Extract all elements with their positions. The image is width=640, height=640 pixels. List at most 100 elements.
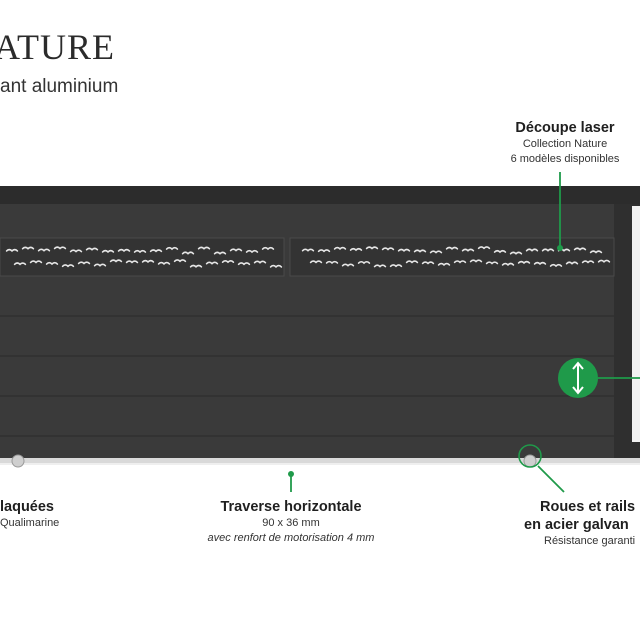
bird-shape [181,251,195,255]
bird-shape [37,248,51,252]
bird-shape [341,263,355,267]
bird-shape [397,248,411,252]
panel-blades [0,315,614,437]
callout-title: Roues et rails [540,499,636,515]
gate-top-rail [0,186,640,206]
callout-title: en acier galvan [524,517,629,533]
bird-shape [541,248,555,252]
callout-laser: Découpe laser Collection Nature 6 modèle… [500,119,630,167]
bird-shape [525,248,539,252]
bird-shape [5,248,19,253]
bird-shape [125,260,139,264]
bird-shape [517,260,531,265]
bird-shape [445,246,459,250]
bird-shape [413,249,427,253]
bird-shape [373,264,387,268]
callout-line: Résistance garanti [544,535,636,547]
bird-shape [533,261,547,266]
wheel-leader [537,465,565,493]
bird-shape [493,249,507,254]
laser-band-right [289,237,615,277]
post-opening [632,206,640,442]
bird-shape [149,249,163,253]
laser-band-left [0,237,285,277]
bird-shape [477,246,491,250]
brand-logo: ATURE [0,27,115,67]
bird-shape [69,249,83,253]
ground-rail [0,458,640,463]
bird-shape [221,259,235,264]
callout-line: 90 x 36 mm [262,517,320,529]
bird-shape [437,262,451,267]
bird-shape [405,260,419,264]
callout-title: laquées [0,499,54,515]
bird-shape [469,259,483,263]
bird-shape [261,246,275,251]
bird-shape [565,261,579,265]
bird-shape [245,249,259,254]
wheel-left [11,454,25,468]
bird-shape [365,246,379,250]
bird-shape [85,247,99,251]
callout-line: Qualimarine [0,517,60,529]
bird-shape [213,251,227,255]
bird-shape [101,249,115,254]
bird-shape [133,249,147,254]
bird-shape [53,246,67,250]
bird-shape [549,263,563,268]
callout-line: avec renfort de motorisation 4 mm [207,532,375,544]
bird-shape [197,246,211,250]
bird-shape [165,246,179,251]
bird-shape [93,263,107,267]
bird-pattern [5,246,611,269]
bird-shape [597,259,611,263]
bird-shape [429,250,443,254]
bird-shape [117,248,131,253]
callout-line: Collection Nature [522,138,608,150]
bird-shape [61,264,75,268]
bird-shape [189,264,203,268]
callout-lacquered: laquées Qualimarine [0,498,59,531]
bird-shape [509,251,523,255]
callout-title: Découpe laser [515,120,615,136]
callout-title: Traverse horizontale [220,499,362,515]
bird-shape [205,261,219,265]
bird-shape [229,248,243,252]
brand-subtitle: ant aluminium [0,76,119,97]
wheel-icon [518,444,542,468]
callout-wheels: Roues et rails en acier galvan Résistanc… [524,498,640,549]
bird-shape [109,259,123,263]
bird-shape [173,259,187,263]
bird-shape [357,260,371,265]
bird-shape [301,248,315,252]
bird-shape [333,246,347,251]
bird-shape [453,260,467,264]
callout-traverse: Traverse horizontale 90 x 36 mm avec ren… [190,498,392,546]
bird-shape [349,247,363,252]
bird-shape [581,260,595,264]
bird-shape [141,259,155,264]
bird-shape [461,248,475,252]
bird-shape [77,261,91,265]
wheel-right [518,444,542,468]
callout-line: 6 modèles disponibles [510,153,620,165]
bird-shape [589,250,603,254]
bird-shape [237,262,251,266]
bird-shape [309,260,323,264]
bird-shape [13,262,27,266]
bird-shape [501,262,515,267]
bird-shape [485,261,499,265]
bird-shape [29,260,43,264]
vertical-arrows-icon [558,358,640,398]
bird-shape [317,249,331,253]
bird-shape [253,260,267,264]
bird-shape [21,246,35,250]
bird-shape [573,247,587,251]
bird-shape [381,247,395,251]
bird-shape [45,261,59,266]
bird-shape [389,264,403,268]
bird-shape [269,264,283,269]
bird-shape [421,261,435,265]
bird-shape [157,261,171,266]
